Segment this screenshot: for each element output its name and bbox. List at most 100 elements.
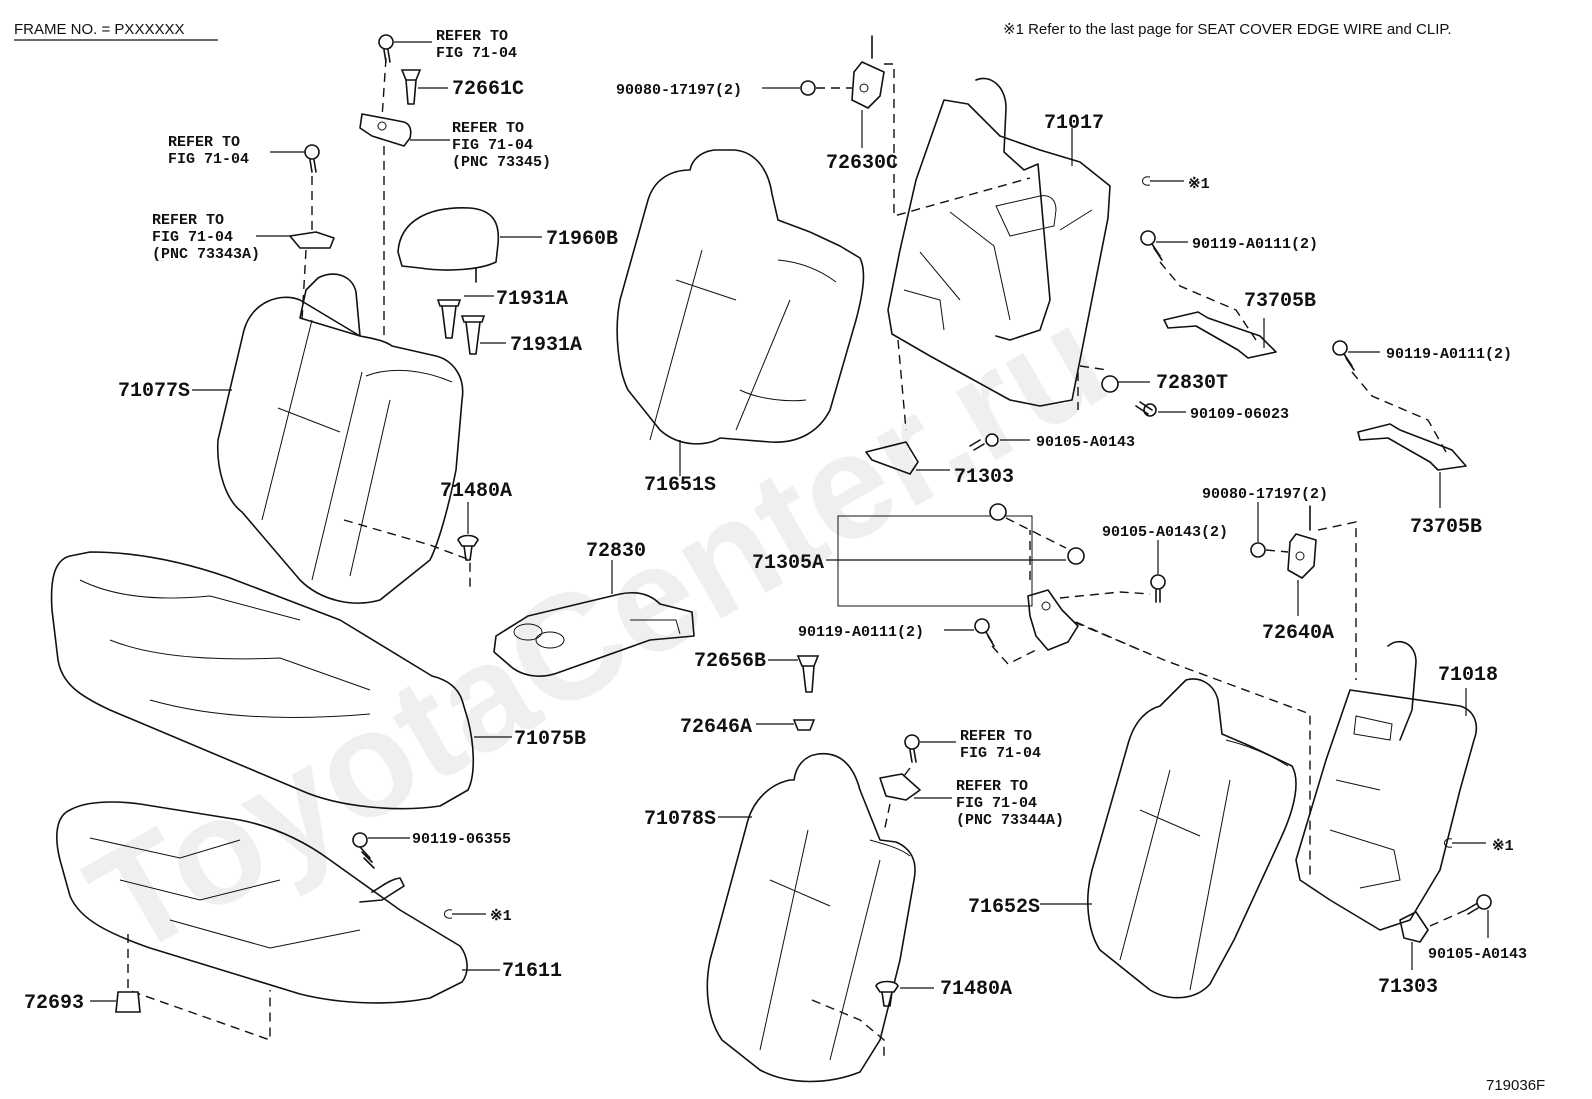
- callout-90080-17197[interactable]: 90080-17197(2): [616, 82, 742, 99]
- callout-73705b-lower[interactable]: 73705B: [1410, 516, 1482, 539]
- seat-back-cover-71652s[interactable]: [1040, 678, 1297, 999]
- callout-72830t[interactable]: 72830T: [1156, 372, 1228, 395]
- callout-72640a[interactable]: 72640A: [1262, 622, 1334, 645]
- callout-72630c[interactable]: 72630C: [826, 152, 898, 175]
- bolt-90119-a0111-center[interactable]: [944, 618, 1037, 665]
- ref-note: REFER TO: [452, 120, 524, 137]
- callout-90105-a0143-2[interactable]: 90105-A0143(2): [1102, 524, 1228, 541]
- callout-72656b[interactable]: 72656B: [694, 650, 766, 673]
- callout-90119-06355[interactable]: 90119-06355: [412, 831, 511, 848]
- clip-72646a[interactable]: [756, 719, 816, 731]
- lock-striker-73705b[interactable]: [1159, 261, 1277, 359]
- ref-note: FIG 71-04: [960, 745, 1041, 762]
- latch-72630c[interactable]: [851, 35, 1031, 217]
- callout-90105-a0143-right[interactable]: 90105-A0143: [1428, 946, 1527, 963]
- bracket-71303[interactable]: [865, 441, 950, 475]
- ref-note: FIG 71-04: [956, 795, 1037, 812]
- headrest-support-71931a[interactable]: [436, 295, 506, 355]
- headrest-71960b[interactable]: [397, 207, 542, 283]
- clip-symbol-icon: [444, 909, 486, 919]
- seat-back-cover-71078s[interactable]: [706, 752, 916, 1083]
- latch-72640a[interactable]: [1265, 505, 1357, 680]
- callout-71017[interactable]: 71017: [1044, 112, 1104, 135]
- callout-71018[interactable]: 71018: [1438, 664, 1498, 687]
- callout-90119-a0111-2[interactable]: 90119-A0111(2): [798, 624, 924, 641]
- callout-71077s[interactable]: 71077S: [118, 380, 190, 403]
- callout-72646a[interactable]: 72646A: [680, 716, 752, 739]
- lock-striker-73705b-lower[interactable]: [1351, 371, 1467, 508]
- ref-note: REFER TO: [152, 212, 224, 229]
- bolt-90119-a0111-right[interactable]: [1332, 340, 1380, 371]
- callout-71652s[interactable]: 71652S: [968, 896, 1040, 919]
- seat-back-frame-71017[interactable]: [887, 77, 1111, 431]
- clip-note-symbol: ※1: [1492, 838, 1514, 855]
- callout-90080-17197-2[interactable]: 90080-17197(2): [1202, 486, 1328, 503]
- bolt-refer-center[interactable]: [879, 734, 956, 833]
- seat-back-cover-71651s[interactable]: [616, 149, 865, 476]
- seat-cover-note: ※1 Refer to the last page for SEAT COVER…: [1003, 21, 1452, 38]
- nut-72830t[interactable]: [1079, 365, 1150, 393]
- bolt-90105-a0143-2[interactable]: [1150, 540, 1166, 603]
- ref-note: REFER TO: [168, 134, 240, 151]
- frame-number: FRAME NO. = PXXXXXX: [14, 21, 184, 38]
- callout-71931a[interactable]: 71931A: [510, 334, 582, 357]
- callout-71303-right[interactable]: 71303: [1378, 976, 1438, 999]
- nut-90080-17197[interactable]: [762, 80, 852, 96]
- callout-73705b[interactable]: 73705B: [1244, 290, 1316, 313]
- clip-note-symbol: ※1: [490, 908, 512, 925]
- nut-90080-17197-right[interactable]: [1250, 502, 1266, 558]
- callout-72830[interactable]: 72830: [586, 540, 646, 563]
- callout-71651s[interactable]: 71651S: [644, 474, 716, 497]
- seat-back-cover-71077s[interactable]: [216, 273, 471, 604]
- callout-71960b[interactable]: 71960B: [546, 228, 618, 251]
- pin-72656b[interactable]: [768, 655, 820, 693]
- seat-cushion-cover-71075b[interactable]: [50, 551, 475, 810]
- bolt-90119-a0111[interactable]: [1140, 230, 1188, 261]
- bolt-90109-06023[interactable]: [1135, 401, 1186, 417]
- ref-note: (PNC 73343A): [152, 246, 260, 263]
- bolt-refer-top[interactable]: [378, 34, 432, 63]
- ref-note: FIG 71-04: [436, 45, 517, 62]
- clip-72693[interactable]: [90, 991, 141, 1013]
- bolt-refer-left[interactable]: [256, 144, 335, 321]
- callout-90119-a0111[interactable]: 90119-A0111(2): [1192, 236, 1318, 253]
- seat-cushion-pad-71611[interactable]: [56, 801, 468, 1041]
- clip-71480a-lower[interactable]: [875, 980, 934, 1007]
- callout-71078s[interactable]: 71078S: [644, 808, 716, 831]
- hinge-plate[interactable]: [1027, 530, 1151, 651]
- bolt-90119-06355[interactable]: [352, 832, 410, 903]
- callout-71075b[interactable]: 71075B: [514, 728, 586, 751]
- armrest-72830[interactable]: [493, 560, 695, 677]
- ref-note: FIG 71-04: [152, 229, 233, 246]
- ref-note: REFER TO: [436, 28, 508, 45]
- ref-note: REFER TO: [960, 728, 1032, 745]
- bolt-90105-a0143[interactable]: [969, 433, 1030, 451]
- ref-note: FIG 71-04: [168, 151, 249, 168]
- bracket-71303-right[interactable]: [1399, 909, 1467, 970]
- callout-71305a[interactable]: 71305A: [752, 552, 824, 575]
- clip-note-symbol: ※1: [1188, 176, 1210, 193]
- callout-90109-06023[interactable]: 90109-06023: [1190, 406, 1289, 423]
- callout-71931a[interactable]: 71931A: [496, 288, 568, 311]
- clip-symbol-icon-top: [1142, 176, 1184, 186]
- callout-72661c[interactable]: 72661C: [452, 78, 524, 101]
- figure-id: 719036F: [1486, 1077, 1545, 1094]
- hinge-bracket-73345[interactable]: [359, 57, 450, 340]
- pin-72661c[interactable]: [400, 69, 448, 105]
- ref-note: (PNC 73345): [452, 154, 551, 171]
- ref-note: FIG 71-04: [452, 137, 533, 154]
- bushing-71305a[interactable]: [826, 503, 1085, 607]
- callout-71480a-lower[interactable]: 71480A: [940, 978, 1012, 1001]
- bolt-90105-a0143-right[interactable]: [1465, 894, 1492, 938]
- seat-back-frame-71018[interactable]: [1073, 621, 1478, 931]
- ref-note: (PNC 73344A): [956, 812, 1064, 829]
- callout-71480a[interactable]: 71480A: [440, 480, 512, 503]
- callout-71303[interactable]: 71303: [954, 466, 1014, 489]
- clip-71480a[interactable]: [457, 502, 479, 561]
- callout-90119-a0111-right[interactable]: 90119-A0111(2): [1386, 346, 1512, 363]
- callout-71611[interactable]: 71611: [502, 960, 562, 983]
- callout-90105-a0143[interactable]: 90105-A0143: [1036, 434, 1135, 451]
- callout-72693[interactable]: 72693: [24, 992, 84, 1015]
- clip-symbol-icon-right: [1444, 838, 1486, 848]
